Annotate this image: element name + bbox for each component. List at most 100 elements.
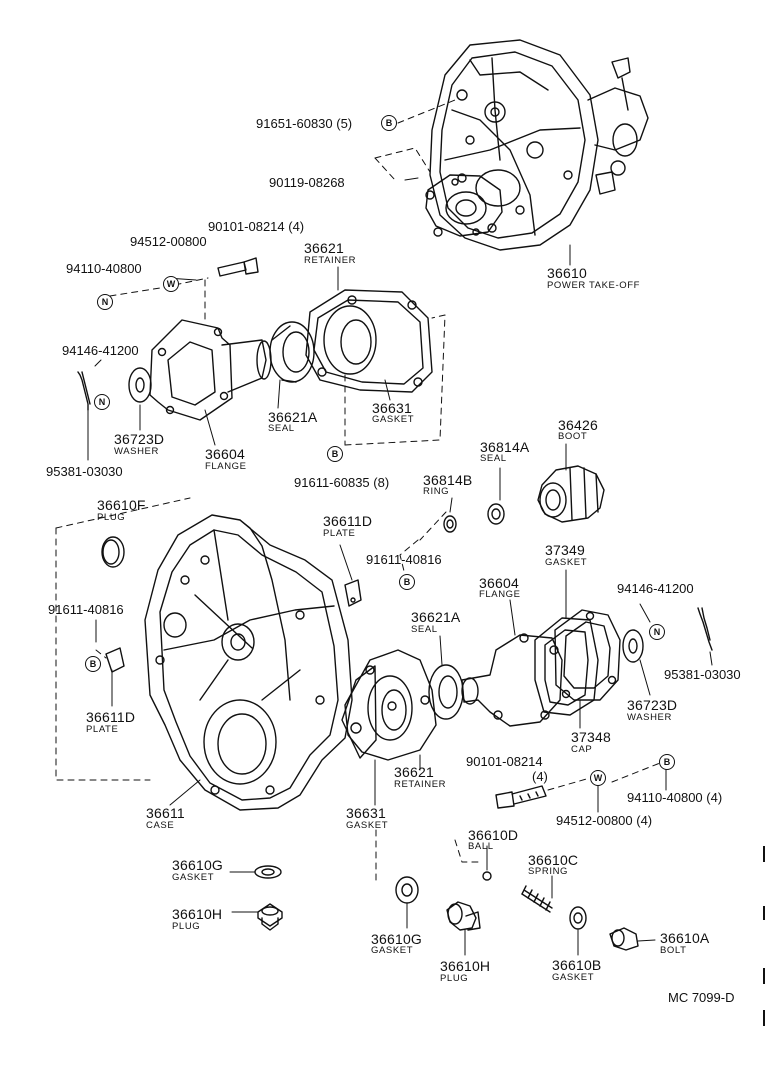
part-name-plug-36610H-left: PLUG — [172, 921, 201, 932]
part-name-retainer-upper: RETAINER — [304, 255, 357, 266]
part-number-94146-41200-lower: 94146-41200 — [617, 581, 694, 596]
part-number-36723D-upper: 36723D — [114, 431, 165, 447]
cap-37348 — [554, 609, 621, 701]
plate-36611D-upper — [344, 579, 362, 607]
part-name-ball: BALL — [468, 841, 494, 852]
dashed-lines — [55, 99, 661, 881]
scan-edge-mark — [763, 968, 765, 984]
part-name-gasket-37349: GASKET — [545, 557, 588, 568]
plug-36610F — [101, 536, 125, 568]
w-symbol-lower: W — [590, 770, 606, 786]
ring-36814B — [443, 515, 457, 533]
part-number-36631-upper: 36631 — [372, 400, 412, 416]
part-number-37348: 37348 — [571, 729, 611, 745]
part-number-36621-upper: 36621 — [304, 240, 344, 256]
part-number-36621A-upper: 36621A — [268, 409, 318, 425]
gasket-36610G-left — [254, 865, 282, 879]
part-name-washer-upper: WASHER — [114, 446, 159, 457]
scan-edge-mark — [763, 1010, 765, 1026]
part-number-90119-08268: 90119-08268 — [269, 175, 345, 190]
lower-gasket-36631 — [341, 665, 377, 759]
part-number-36610G-right: 36610G — [371, 931, 423, 947]
part-number-90101-08214-upper: 90101-08214 (4) — [208, 219, 305, 234]
part-number-36814B: 36814B — [423, 472, 473, 488]
plate-36611D-lower — [105, 647, 125, 673]
part-number-94512-00800-lower: 94512-00800 (4) — [556, 813, 653, 828]
scan-edge-mark — [763, 846, 765, 862]
part-number-36611D-upper: 36611D — [323, 513, 373, 529]
part-name-plate-upper: PLATE — [323, 528, 356, 539]
part-name-plug-36610H-right: PLUG — [440, 973, 469, 984]
upper-seal-36621A — [269, 321, 315, 383]
part-number-36610D: 36610D — [468, 827, 519, 843]
part-number-91611-60835: 91611-60835 (8) — [294, 475, 390, 490]
part-number-94512-00800-upper: 94512-00800 — [130, 234, 207, 249]
ball-36610D — [482, 871, 492, 881]
part-name-seal-upper: SEAL — [268, 423, 295, 434]
lower-washer-36723D — [622, 629, 644, 663]
upper-washer-36723D — [128, 367, 152, 403]
power-take-off-assembly — [425, 39, 649, 251]
part-name-flange-upper: FLANGE — [205, 461, 247, 472]
part-number-36610A: 36610A — [660, 930, 710, 946]
part-name-gasket-upper: GASKET — [372, 414, 415, 425]
gasket-36610G-right — [395, 876, 419, 904]
part-number-36723D-lower: 36723D — [627, 697, 678, 713]
part-number-36604-upper: 36604 — [205, 446, 245, 462]
part-name-seal-36814A: SEAL — [480, 453, 507, 464]
n-symbol-lower: N — [649, 624, 665, 640]
lower-seal-36621A — [428, 664, 464, 720]
part-number-95381-03030-lower: 95381-03030 — [664, 667, 741, 682]
boot-36426 — [537, 465, 605, 523]
part-name-retainer-lower: RETAINER — [394, 779, 447, 790]
n-symbol-pin-upper: N — [94, 394, 110, 410]
part-number-36814A: 36814A — [480, 439, 530, 455]
part-number-94110-40800-upper: 94110-40800 — [66, 261, 142, 276]
part-number-36610: 36610 — [547, 265, 587, 281]
part-name-gasket-36610G-right: GASKET — [371, 945, 414, 956]
bolt-36610A — [609, 927, 639, 951]
part-name-seal-lower: SEAL — [411, 624, 438, 635]
part-number-36611D-lower: 36611D — [86, 709, 136, 725]
upper-retainer-36621 — [305, 289, 433, 393]
part-number-36611: 36611 — [146, 805, 185, 821]
b-symbol-plate: B — [399, 574, 415, 590]
b-symbol: B — [381, 115, 397, 131]
upper-pin-95381 — [77, 371, 91, 411]
part-number-36610H-right: 36610H — [440, 958, 491, 974]
lower-flange-36604 — [461, 633, 563, 727]
diagram-code: MC 7099-D — [668, 990, 735, 1005]
part-name-power-take-off: POWER TAKE-OFF — [547, 280, 641, 291]
plug-36610H-right — [446, 901, 481, 931]
part-name-gasket-36610G-left: GASKET — [172, 872, 215, 883]
part-number-36610F: 36610F — [97, 497, 146, 513]
scan-edge-mark — [763, 906, 765, 920]
plug-36610H-left — [257, 903, 283, 931]
part-number-36610H-left: 36610H — [172, 906, 223, 922]
part-number-36610B: 36610B — [552, 957, 602, 973]
part-number-36621A-lower: 36621A — [411, 609, 461, 625]
leader-lines — [87, 177, 713, 956]
upper-flange-36604 — [149, 319, 272, 421]
part-name-gasket-36610B: GASKET — [552, 972, 595, 983]
case-36611 — [144, 514, 353, 811]
part-name-cap: CAP — [571, 744, 593, 755]
part-number-91611-40816-upper: 91611-40816 — [366, 552, 442, 567]
b-symbol-lower: B — [659, 754, 675, 770]
part-name-flange-lower: FLANGE — [479, 589, 521, 600]
lower-pin-95381 — [697, 607, 713, 651]
part-number-37349: 37349 — [545, 542, 585, 558]
b-symbol-mid: B — [327, 446, 343, 462]
part-name-spring: SPRING — [528, 866, 569, 877]
part-name-case: CASE — [146, 820, 175, 831]
part-name-gasket-36631-lower: GASKET — [346, 820, 389, 831]
upper-bolt-90101 — [217, 257, 259, 277]
b-symbol-plate-lower: B — [85, 656, 101, 672]
part-number-95381-03030-upper: 95381-03030 — [46, 464, 123, 479]
lower-retainer-36621 — [344, 649, 437, 761]
part-quantity-90101-08214-lower: (4) — [532, 769, 548, 784]
part-name-bolt: BOLT — [660, 945, 687, 956]
part-number-91651-60830: 91651-60830 (5) — [256, 116, 353, 131]
part-name-ring: RING — [423, 486, 450, 497]
